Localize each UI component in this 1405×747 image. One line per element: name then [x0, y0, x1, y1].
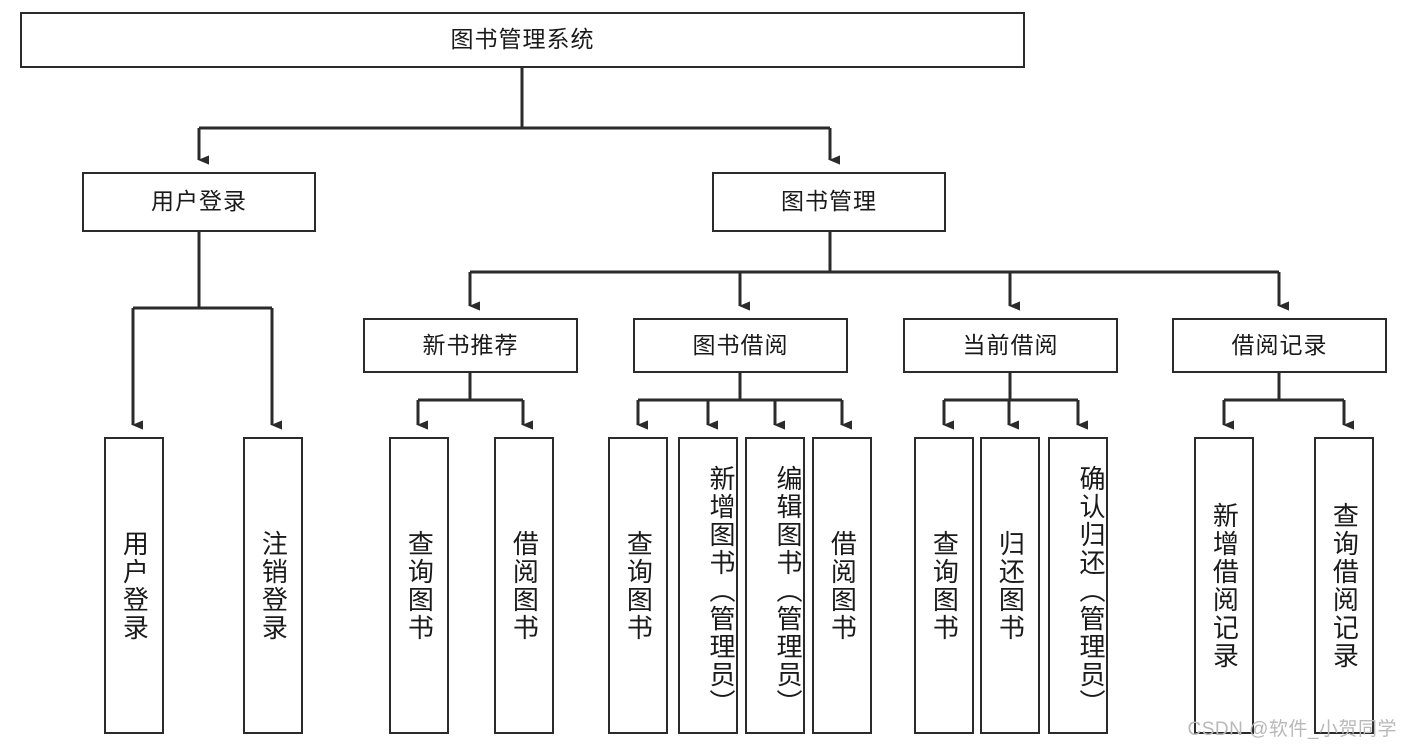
node-label: 用户登录: [151, 188, 247, 215]
node-leaf-borrow-book-2[interactable]: 借阅图书: [812, 437, 872, 734]
node-new-book-rec[interactable]: 新书推荐: [363, 318, 578, 373]
node-leaf-user-login[interactable]: 用户登录: [104, 437, 164, 734]
node-user-login[interactable]: 用户登录: [82, 172, 316, 232]
node-label: 借阅记录: [1231, 331, 1328, 358]
node-leaf-query-book-2[interactable]: 查询图书: [608, 437, 668, 734]
node-label: 新增图书（管理员）: [706, 464, 736, 717]
node-current-borrow[interactable]: 当前借阅: [903, 318, 1118, 373]
node-leaf-borrow-book-1[interactable]: 借阅图书: [494, 437, 554, 734]
csdn-watermark: CSDN @软件_小贺同学: [1187, 719, 1397, 740]
node-label: 新增借阅记录: [1209, 501, 1240, 670]
node-label: 借阅图书: [509, 529, 540, 642]
node-leaf-query-book-1[interactable]: 查询图书: [389, 437, 449, 734]
node-label: 归还图书: [995, 529, 1026, 642]
node-leaf-add-book[interactable]: 新增图书（管理员）: [678, 437, 738, 734]
node-label: 查询图书: [929, 529, 960, 642]
node-label: 编辑图书（管理员）: [773, 464, 803, 717]
node-leaf-query-book-3[interactable]: 查询图书: [914, 437, 974, 734]
node-leaf-edit-book[interactable]: 编辑图书（管理员）: [745, 437, 805, 734]
node-root[interactable]: 图书管理系统: [20, 12, 1025, 68]
node-borrow-record[interactable]: 借阅记录: [1172, 318, 1387, 373]
node-label: 查询图书: [404, 529, 435, 642]
node-label: 用户登录: [119, 529, 150, 642]
node-book-manage[interactable]: 图书管理: [712, 172, 946, 232]
node-label: 查询借阅记录: [1329, 501, 1360, 670]
node-leaf-return-book[interactable]: 归还图书: [980, 437, 1040, 734]
node-label: 图书借阅: [692, 331, 789, 358]
node-label: 新书推荐: [422, 331, 519, 358]
node-label: 当前借阅: [962, 331, 1059, 358]
node-leaf-confirm-return[interactable]: 确认归还（管理员）: [1048, 437, 1108, 734]
node-leaf-add-record[interactable]: 新增借阅记录: [1194, 437, 1254, 734]
node-leaf-logout[interactable]: 注销登录: [243, 437, 303, 734]
node-label: 图书管理系统: [450, 26, 595, 53]
node-label: 注销登录: [258, 529, 289, 642]
node-label: 查询图书: [623, 529, 654, 642]
node-label: 确认归还（管理员）: [1076, 464, 1106, 717]
node-label: 图书管理: [781, 188, 877, 215]
node-leaf-query-record[interactable]: 查询借阅记录: [1314, 437, 1374, 734]
node-label: 借阅图书: [827, 529, 858, 642]
node-book-borrow[interactable]: 图书借阅: [633, 318, 848, 373]
